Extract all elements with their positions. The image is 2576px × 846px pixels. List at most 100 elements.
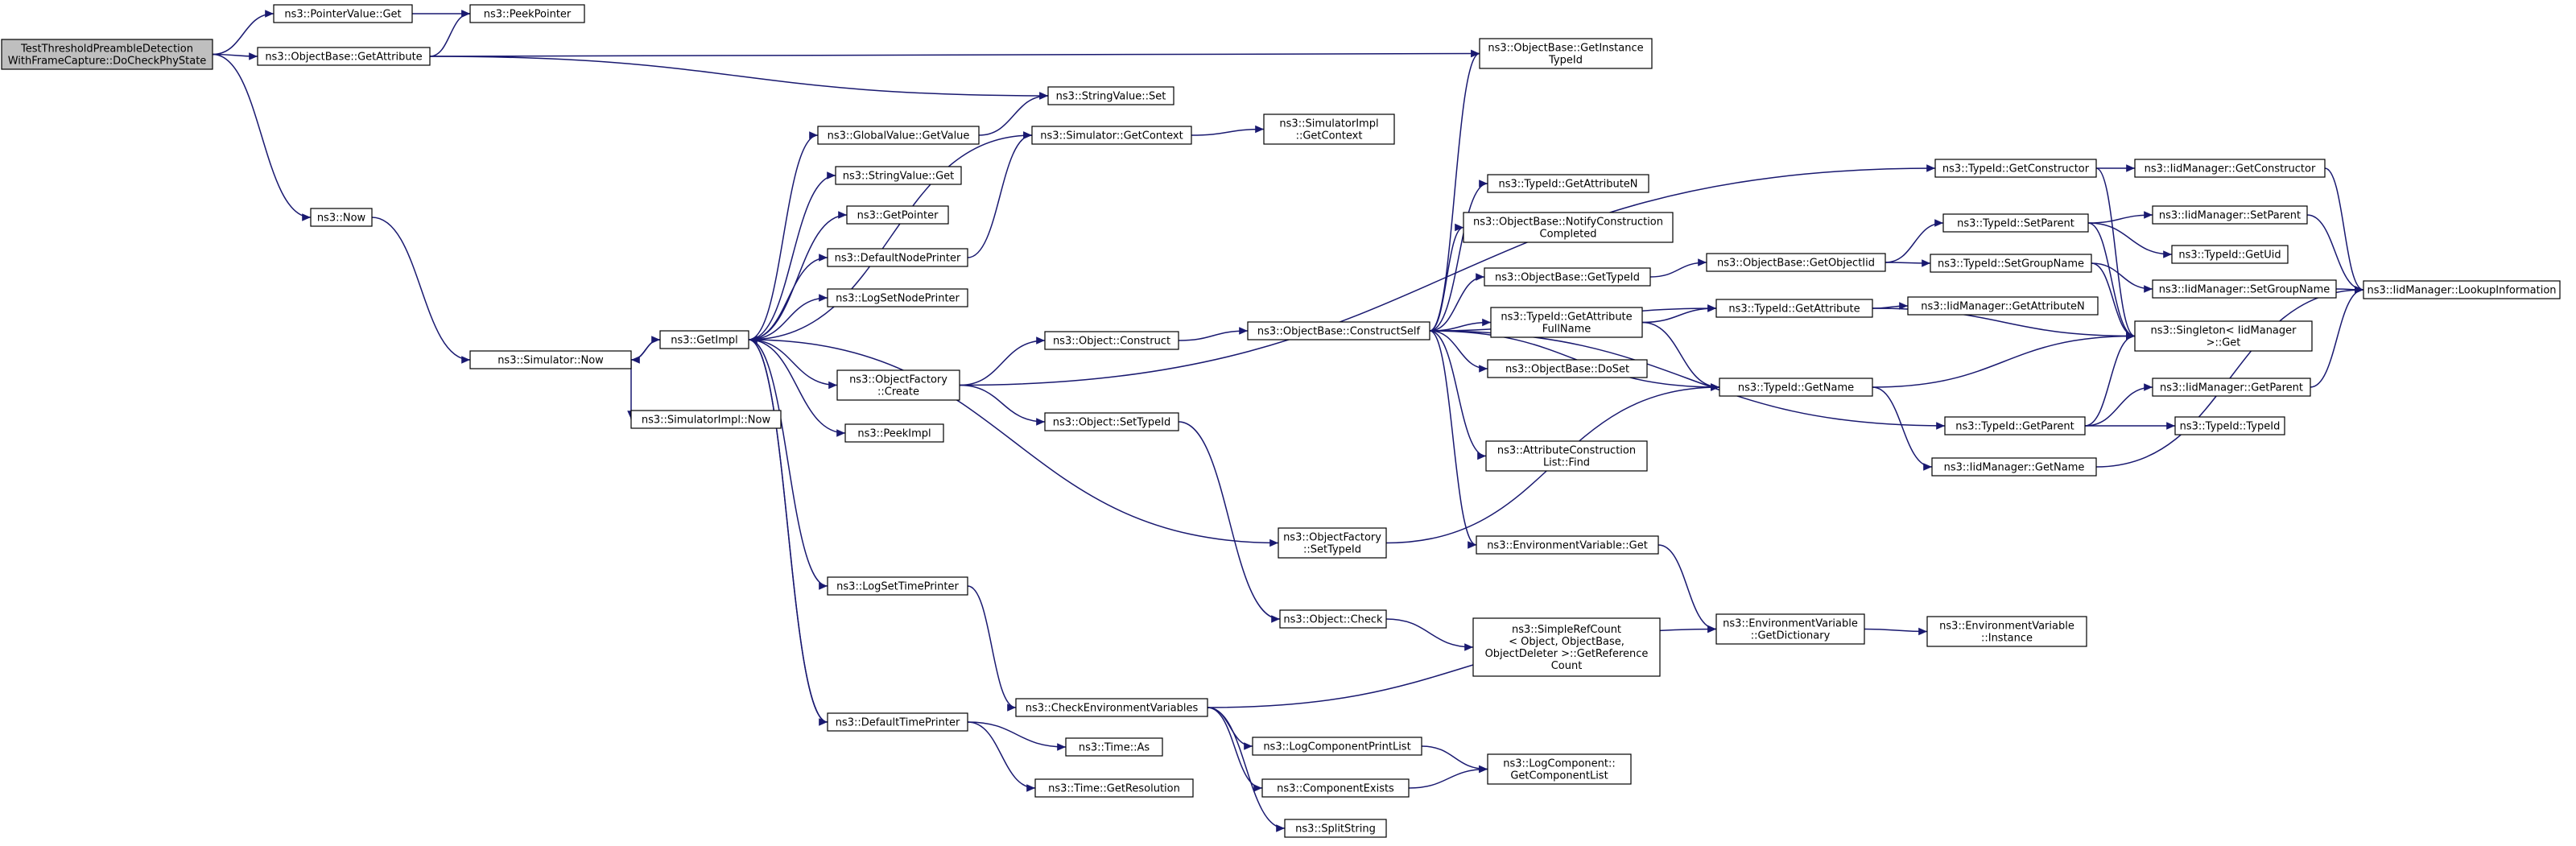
- node-label-tidgetctor-0: ns3::TypeId::GetConstructor: [1942, 163, 2090, 175]
- node-peekimpl[interactable]: ns3::PeekImpl: [844, 423, 944, 443]
- node-logcpl[interactable]: ns3::LogComponentPrintList: [1252, 737, 1422, 756]
- node-label-ofcreate-0: ns3::ObjectFactory: [849, 374, 947, 386]
- edge-tidsetparent-to-singleton: [2087, 222, 2136, 340]
- edge-objcheck-to-srccount: [1385, 618, 1474, 651]
- edge-tidgetparent-to-singleton: [2084, 332, 2136, 427]
- edge-logcpl-to-getcomplist: [1421, 745, 1488, 774]
- node-getobjtid[interactable]: ns3::ObjectBase::GetObjectIid: [1706, 253, 1886, 272]
- node-ofsettid[interactable]: ns3::ObjectFactory::SetTypeId: [1278, 527, 1387, 559]
- node-tidgetuid[interactable]: ns3::TypeId::GetUid: [2171, 245, 2289, 264]
- edge-getattr-to-peekptr: [429, 10, 471, 57]
- node-box-ofsettid: [1278, 527, 1387, 559]
- edge-getobjtid-to-tidsetparent: [1885, 219, 1944, 263]
- node-getcomplist[interactable]: ns3::LogComponent::GetComponentList: [1487, 753, 1632, 785]
- node-now[interactable]: ns3::Now: [310, 208, 373, 227]
- node-box-compexists: [1261, 778, 1410, 798]
- node-label-strset-0: ns3::StringValue::Set: [1056, 91, 1166, 103]
- node-notify[interactable]: ns3::ObjectBase::NotifyConstructionCompl…: [1463, 212, 1674, 243]
- node-iidsetgroup[interactable]: ns3::IidManager::SetGroupName: [2152, 279, 2337, 299]
- node-pvget[interactable]: ns3::PointerValue::Get: [273, 4, 413, 23]
- node-tidsetgroup[interactable]: ns3::TypeId::SetGroupName: [1930, 254, 2092, 273]
- node-simictx[interactable]: ns3::SimulatorImpl::GetContext: [1263, 113, 1395, 145]
- node-tidgetctor[interactable]: ns3::TypeId::GetConstructor: [1934, 159, 2097, 178]
- edge-deftime-to-timeas: [967, 721, 1067, 751]
- node-label-getinst-1: TypeId: [1548, 55, 1583, 67]
- node-settypeid[interactable]: ns3::Object::SetTypeId: [1044, 412, 1179, 431]
- node-getptr[interactable]: ns3::GetPointer: [846, 205, 949, 225]
- node-box-gvget: [817, 126, 980, 145]
- node-envget[interactable]: ns3::EnvironmentVariable::Get: [1476, 535, 1659, 555]
- node-timeas[interactable]: ns3::Time::As: [1065, 737, 1163, 757]
- node-srccount[interactable]: ns3::SimpleRefCount< Object, ObjectBase,…: [1472, 617, 1661, 677]
- node-simnow[interactable]: ns3::Simulator::Now: [469, 350, 632, 369]
- node-checkenv[interactable]: ns3::CheckEnvironmentVariables: [1015, 698, 1208, 717]
- node-label-logsetnode-0: ns3::LogSetNodePrinter: [836, 293, 960, 305]
- edge-getimpl-to-simnow: [630, 339, 661, 364]
- node-box-logsetnode: [827, 288, 968, 307]
- node-splitstr[interactable]: ns3::SplitString: [1284, 819, 1387, 838]
- node-logsetnode[interactable]: ns3::LogSetNodePrinter: [827, 288, 968, 307]
- node-construct[interactable]: ns3::Object::Construct: [1044, 331, 1179, 350]
- node-label-pvget-0: ns3::PointerValue::Get: [284, 9, 401, 21]
- node-box-logsettime: [827, 576, 968, 596]
- node-iidgetattrn[interactable]: ns3::IidManager::GetAttributeN: [1907, 296, 2099, 316]
- node-label-defnode-0: ns3::DefaultNodePrinter: [835, 253, 961, 265]
- node-compexists[interactable]: ns3::ComponentExists: [1261, 778, 1410, 798]
- node-ofcreate[interactable]: ns3::ObjectFactory::Create: [836, 369, 960, 401]
- node-getattrn[interactable]: ns3::TypeId::GetAttributeN: [1487, 174, 1649, 193]
- node-objcheck[interactable]: ns3::Object::Check: [1279, 609, 1387, 629]
- node-label-tidgetuid-0: ns3::TypeId::GetUid: [2178, 250, 2281, 262]
- node-label-construct-0: ns3::Object::Construct: [1053, 336, 1170, 348]
- node-gvget[interactable]: ns3::GlobalValue::GetValue: [817, 126, 980, 145]
- node-box-strget: [835, 166, 962, 185]
- node-defnode[interactable]: ns3::DefaultNodePrinter: [827, 248, 968, 267]
- node-getattr[interactable]: ns3::ObjectBase::GetAttribute: [257, 47, 431, 66]
- node-simimplnow[interactable]: ns3::SimulatorImpl::Now: [630, 410, 782, 429]
- node-iidgetname[interactable]: ns3::IidManager::GetName: [1931, 457, 2097, 477]
- node-label-compexists-0: ns3::ComponentExists: [1277, 783, 1394, 795]
- node-iidgetparent[interactable]: ns3::IidManager::GetParent: [2152, 378, 2311, 397]
- node-strget[interactable]: ns3::StringValue::Get: [835, 166, 962, 185]
- edge-getobjtid-to-tidsetgroup: [1885, 259, 1931, 267]
- node-box-splitstr: [1284, 819, 1387, 838]
- edge-constructself-to-doset: [1429, 330, 1488, 373]
- node-tidtypeid[interactable]: ns3::TypeId::TypeId: [2174, 416, 2285, 435]
- node-iidgetctor[interactable]: ns3::IidManager::GetConstructor: [2134, 159, 2326, 178]
- node-box-envinst: [1926, 616, 2087, 647]
- node-getimpl[interactable]: ns3::GetImpl: [659, 330, 749, 349]
- node-label-doset-0: ns3::ObjectBase::DoSet: [1505, 364, 1629, 376]
- node-lookup[interactable]: ns3::IidManager::LookupInformation: [2363, 280, 2561, 299]
- node-deftime[interactable]: ns3::DefaultTimePrinter: [827, 712, 968, 732]
- node-logsettime[interactable]: ns3::LogSetTimePrinter: [827, 576, 968, 596]
- node-iidsetparent[interactable]: ns3::IidManager::SetParent: [2152, 205, 2308, 225]
- node-tidgetparent[interactable]: ns3::TypeId::GetParent: [1944, 416, 2086, 435]
- node-singleton[interactable]: ns3::Singleton< IidManager >::Get: [2134, 320, 2313, 352]
- node-envinst[interactable]: ns3::EnvironmentVariable::Instance: [1926, 616, 2087, 647]
- node-label-checkenv-0: ns3::CheckEnvironmentVariables: [1026, 703, 1199, 715]
- node-box-peekptr: [469, 4, 585, 23]
- node-doset[interactable]: ns3::ObjectBase::DoSet: [1487, 359, 1648, 378]
- node-envdict[interactable]: ns3::EnvironmentVariable::GetDictionary: [1715, 613, 1865, 645]
- node-tidgetname[interactable]: ns3::TypeId::GetName: [1719, 378, 1873, 397]
- node-label-notify-0: ns3::ObjectBase::NotifyConstruction: [1473, 217, 1663, 229]
- node-label-splitstr-0: ns3::SplitString: [1295, 823, 1376, 836]
- node-root[interactable]: TestThresholdPreambleDetectionWithFrameC…: [1, 39, 213, 70]
- node-label-objcheck-0: ns3::Object::Check: [1283, 614, 1383, 626]
- node-tidgetattr[interactable]: ns3::TypeId::GetAttribute: [1715, 299, 1873, 318]
- node-box-getattrfull: [1490, 307, 1643, 338]
- node-box-now: [310, 208, 373, 227]
- node-simctx[interactable]: ns3::Simulator::GetContext: [1031, 126, 1192, 145]
- node-strset[interactable]: ns3::StringValue::Set: [1047, 86, 1174, 105]
- node-box-getobjtid: [1706, 253, 1886, 272]
- node-label-getinst-0: ns3::ObjectBase::GetInstance: [1488, 43, 1643, 55]
- edge-tidsetparent-to-tidgetuid: [2087, 222, 2173, 258]
- node-constructself[interactable]: ns3::ObjectBase::ConstructSelf: [1247, 321, 1430, 340]
- node-timeres[interactable]: ns3::Time::GetResolution: [1034, 778, 1194, 798]
- node-peekptr[interactable]: ns3::PeekPointer: [469, 4, 585, 23]
- node-obgettid[interactable]: ns3::ObjectBase::GetTypeId: [1484, 267, 1651, 287]
- node-box-pvget: [273, 4, 413, 23]
- node-tidsetparent[interactable]: ns3::TypeId::SetParent: [1942, 213, 2089, 233]
